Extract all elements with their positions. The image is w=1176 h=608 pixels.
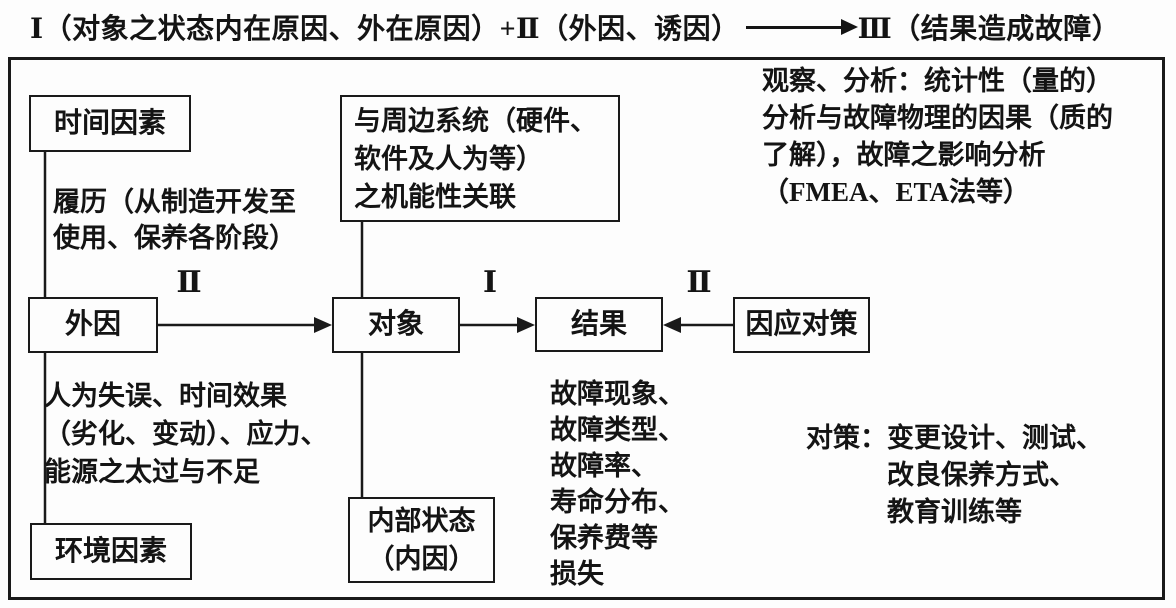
note-countermeasures-body: 变更设计、测试、 改良保养方式、 教育训练等 (887, 423, 1103, 527)
edge-label-object-to-result: Ⅰ (482, 266, 498, 299)
formula-left-text: Ⅰ（对象之状态内在原因、外在原因）+Ⅱ（外因、诱因） (30, 14, 740, 45)
node-peripheral-system: 与周边系统（硬件、 软件及人为等） 之机能性关联 (340, 95, 620, 222)
node-environment-factor: 环境因素 (30, 523, 192, 580)
node-internal-state: 内部状态 （内因） (348, 497, 495, 583)
node-external-cause: 外因 (28, 297, 158, 353)
formula-header: Ⅰ（对象之状态内在原因、外在原因）+Ⅱ（外因、诱因） Ⅲ（结果造成故障） (30, 6, 1120, 48)
note-history: 履历（从制造开发至 使用、保养各阶段） (53, 187, 296, 253)
note-result-items: 故障现象、 故障类型、 故障率、 寿命分布、 保养费等 损失 (550, 379, 685, 589)
note-human-error: 人为失误、时间效果 （劣化、变动）、应力、 能源之太过与不足 (44, 381, 328, 487)
note-observe-analysis: 观察、分析：统计性（量的） 分析与故障物理的因果（质的 了解），故障之影响分析 … (762, 66, 1113, 207)
diagram-frame (8, 57, 1165, 600)
node-result: 结果 (535, 297, 663, 352)
node-countermeasure: 因应对策 (733, 297, 870, 353)
edge-label-external-to-object: Ⅱ (176, 266, 202, 299)
note-countermeasures-label: 对策： (806, 423, 887, 453)
edge-label-countermeasure-to-result: Ⅱ (686, 266, 712, 299)
right-arrow-icon (745, 18, 858, 35)
formula-right-text: Ⅲ（结果造成故障） (857, 14, 1121, 45)
node-object: 对象 (332, 297, 460, 353)
node-time-factor: 时间因素 (29, 95, 191, 152)
note-countermeasures: 对策： 变更设计、测试、 改良保养方式、 教育训练等 (806, 420, 1103, 531)
